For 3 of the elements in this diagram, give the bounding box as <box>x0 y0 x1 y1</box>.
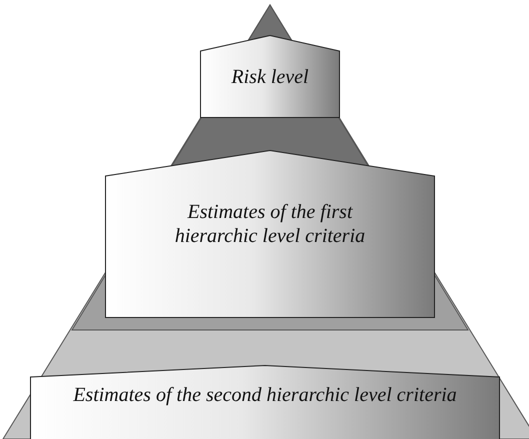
level-label: Estimates of the first hierarchic level criteria <box>174 200 366 248</box>
level-label: Estimates of the second hierarchic level criteria <box>72 383 458 407</box>
level-label: Risk level <box>230 65 310 89</box>
